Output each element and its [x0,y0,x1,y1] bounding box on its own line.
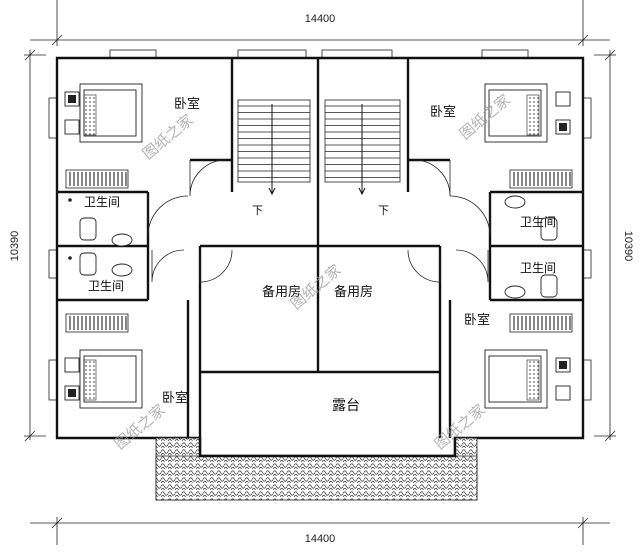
bed-bottom-right [484,349,571,409]
door-swings [147,159,491,283]
terrace-railing-bottom [155,455,478,501]
wardrobe-bottom-right [509,313,573,333]
bedroom-bottom-right-label: 卧室 [464,312,490,328]
bath-upper-left-label: 卫生间 [84,195,120,209]
bedroom-top-right-label: 卧室 [430,104,456,120]
stair-down-left-label: 下 [252,204,263,217]
watermark-1: 图纸之家 [139,111,197,163]
wardrobe-bottom-left [65,313,129,333]
spare-room-right-label: 备用房 [334,284,373,300]
windows [48,49,592,401]
bed-bottom-left [64,349,143,409]
dim-top: 14400 [305,13,336,25]
stair-left [237,99,311,196]
spare-room-left-label: 备用房 [262,284,301,300]
bath-fixtures-right [504,195,558,299]
dimension-lines [24,0,616,545]
bath-lower-left-label: 卫生间 [88,279,124,293]
dim-left: 10390 [9,231,21,262]
bath-upper-right-label: 卫生间 [520,215,556,229]
stair-right [324,99,401,196]
bed-top-left [64,83,143,143]
bed-top-right [484,83,571,143]
bedroom-top-left-label: 卧室 [174,96,200,112]
wardrobe-top-right [509,169,573,189]
terrace-label: 露台 [332,398,360,414]
bedroom-bottom-left-label: 卧室 [162,390,188,406]
wardrobe-top-left [65,169,129,189]
dim-bottom: 14400 [305,533,336,545]
bath-lower-right-label: 卫生间 [520,261,556,275]
dim-right: 10390 [622,231,634,262]
stair-down-right-label: 下 [378,204,389,217]
bath-fixtures-left [68,198,133,277]
